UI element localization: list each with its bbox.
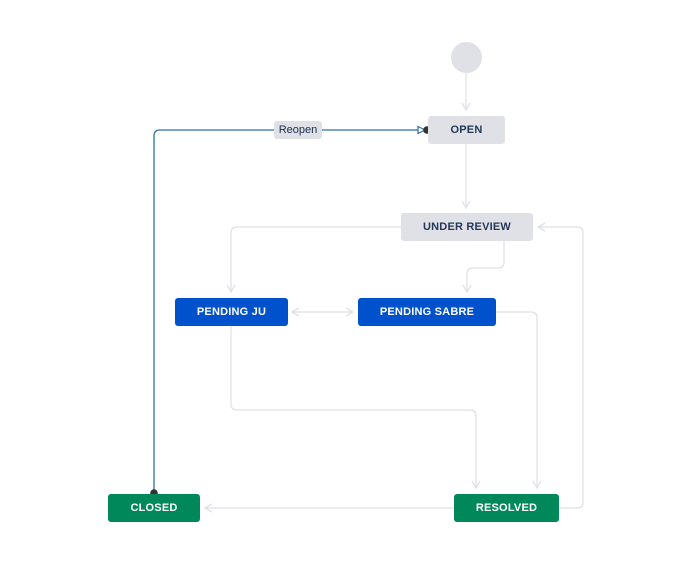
status-closed[interactable]: CLOSED: [108, 494, 200, 522]
start-node[interactable]: [451, 42, 482, 73]
reopen-arrowhead-icon: [417, 125, 427, 135]
transition-under-review-to-pending-sabre[interactable]: [462, 241, 505, 294]
transition-resolved-to-under-review[interactable]: [536, 222, 584, 509]
status-resolved[interactable]: RESOLVED: [454, 494, 559, 522]
status-under-review[interactable]: UNDER REVIEW: [401, 213, 533, 241]
transition-label-reopen[interactable]: Reopen: [274, 121, 322, 139]
transition-pending-sabre-to-resolved[interactable]: [496, 311, 542, 490]
transition-under-review-to-pending-ju[interactable]: [226, 226, 401, 294]
status-pending-ju[interactable]: PENDING JU: [175, 298, 288, 326]
transition-pending-ju-to-resolved[interactable]: [230, 326, 481, 490]
status-open[interactable]: OPEN: [428, 116, 505, 144]
status-pending-sabre[interactable]: PENDING SABRE: [358, 298, 496, 326]
transition-reopen-line[interactable]: [153, 129, 418, 493]
